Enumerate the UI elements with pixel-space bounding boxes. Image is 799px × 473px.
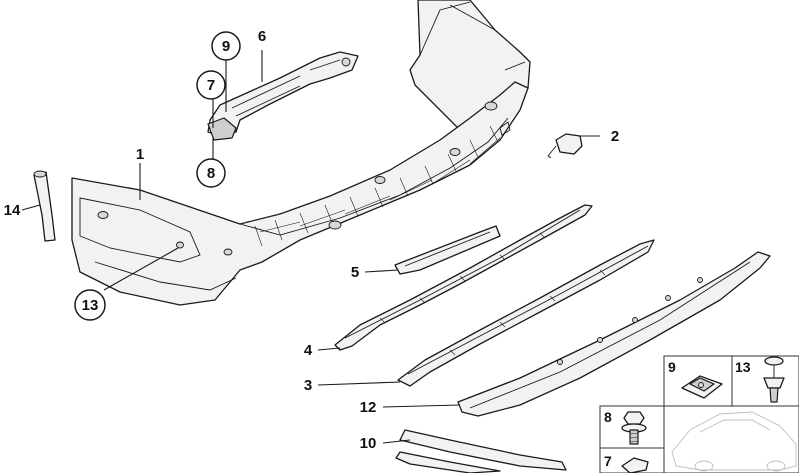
legend-label-7: 7 — [604, 453, 612, 469]
callout-7-circled: 7 — [196, 70, 226, 100]
callout-14: 14 — [4, 202, 21, 219]
callout-2: 2 — [611, 128, 619, 145]
leader-lines — [21, 50, 600, 444]
part-10-lower-strips — [395, 429, 567, 473]
legend-label-8: 8 — [604, 409, 612, 425]
callout-4: 4 — [304, 342, 313, 359]
callout-9-circled: 9 — [211, 31, 241, 61]
bolt-icon — [621, 411, 647, 445]
callout-10: 10 — [360, 435, 377, 452]
callout-6: 6 — [258, 28, 266, 45]
push-rivet-icon — [763, 356, 785, 403]
svg-text:8: 8 — [207, 165, 215, 182]
car-silhouette-icon — [671, 411, 797, 472]
callout-5: 5 — [351, 264, 359, 281]
callout-1: 1 — [136, 146, 144, 163]
legend-label-9: 9 — [668, 359, 676, 375]
svg-text:9: 9 — [222, 38, 230, 55]
nut-icon — [621, 457, 649, 473]
svg-text:13: 13 — [82, 297, 99, 314]
part-5-trim-strip — [394, 225, 501, 275]
callout-12: 12 — [360, 399, 377, 416]
part-1-bumper-trim — [71, 0, 531, 306]
spring-nut-icon — [681, 375, 723, 399]
callout-13-circled: 13 — [74, 289, 106, 321]
part-12-diffuser — [457, 251, 771, 417]
callout-8-circled: 8 — [196, 158, 226, 188]
callout-3: 3 — [304, 377, 312, 394]
legend-label-13: 13 — [735, 359, 751, 375]
svg-text:7: 7 — [207, 77, 215, 94]
part-3-moulding — [397, 239, 655, 387]
part-4-moulding — [334, 204, 593, 351]
part-6-bracket — [207, 51, 359, 141]
callouts: 1 2 3 4 5 6 12 10 14 9 7 8 13 — [4, 28, 620, 452]
part-14-tube — [33, 170, 56, 242]
part-2-sensor — [547, 133, 583, 159]
fastener-legend: 9 13 8 7 — [599, 355, 799, 473]
